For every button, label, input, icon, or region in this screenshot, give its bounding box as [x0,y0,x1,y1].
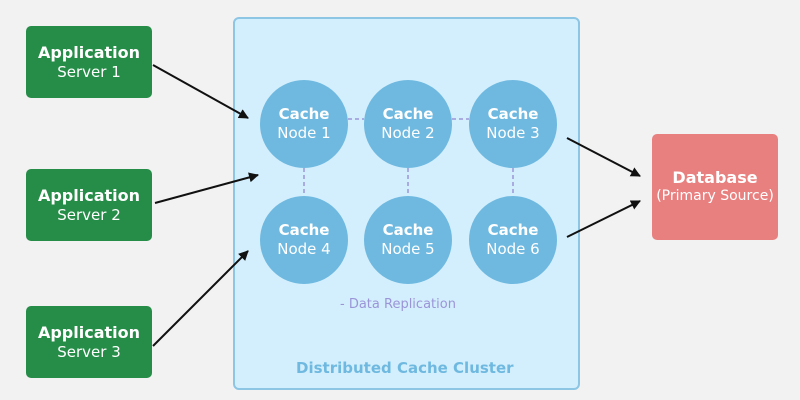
cache-node-title: Cache [487,220,539,239]
cache-node-subtitle: Node 4 [277,240,331,258]
app-server-3[interactable]: Application Server 3 [26,306,152,378]
app-server-subtitle: Server 3 [57,342,121,361]
database-box[interactable]: Database (Primary Source) [652,134,778,240]
replication-legend: - Data Replication [340,297,456,312]
app-server-subtitle: Server 2 [57,205,121,224]
cluster-label: Distributed Cache Cluster [296,359,514,377]
cache-node-subtitle: Node 5 [381,240,435,258]
arrow-cluster-to-db-1 [566,137,641,177]
arrow-app2-to-cluster [154,172,259,204]
cache-node-title: Cache [487,104,539,123]
cache-node-title: Cache [278,220,330,239]
cache-node-4[interactable]: Cache Node 4 [260,196,348,284]
database-subtitle: (Primary Source) [656,188,774,205]
cache-node-1[interactable]: Cache Node 1 [260,80,348,168]
cache-node-subtitle: Node 1 [277,124,331,142]
cache-node-subtitle: Node 2 [381,124,435,142]
app-server-subtitle: Server 1 [57,62,121,81]
app-server-title: Application [37,322,141,342]
app-server-title: Application [37,42,141,62]
arrow-cluster-to-db-2 [566,200,641,238]
database-title: Database [672,168,758,188]
arrow-app1-to-cluster [152,64,249,119]
cache-node-subtitle: Node 3 [486,124,540,142]
cache-node-title: Cache [278,104,330,123]
cache-node-2[interactable]: Cache Node 2 [364,80,452,168]
cache-node-3[interactable]: Cache Node 3 [469,80,557,168]
app-server-title: Application [37,185,141,205]
cache-node-6[interactable]: Cache Node 6 [469,196,557,284]
arrow-app3-to-cluster [152,250,249,347]
app-server-1[interactable]: Application Server 1 [26,26,152,98]
app-server-2[interactable]: Application Server 2 [26,169,152,241]
cache-node-title: Cache [382,220,434,239]
cache-node-subtitle: Node 6 [486,240,540,258]
cache-node-5[interactable]: Cache Node 5 [364,196,452,284]
cache-node-title: Cache [382,104,434,123]
